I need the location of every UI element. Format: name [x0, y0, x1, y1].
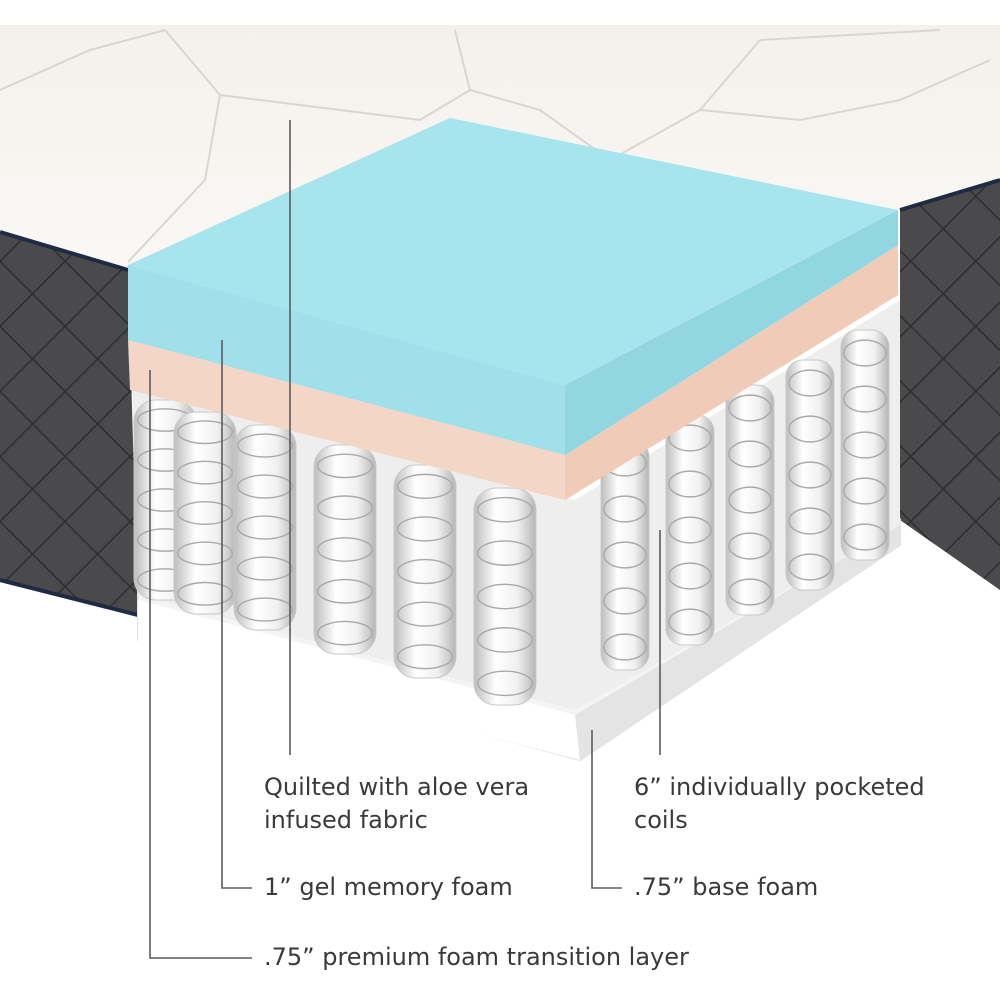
- pocketed-coil: [313, 444, 377, 655]
- label-transition-layer: .75” premium foam transition layer: [264, 943, 689, 971]
- pocketed-coil: [473, 487, 537, 706]
- leader-lines: [149, 120, 661, 959]
- leader-transition: [149, 370, 252, 959]
- transition-foam-layer: [128, 245, 898, 500]
- label-base-foam: .75” base foam: [634, 873, 819, 901]
- leader-base-foam: [591, 730, 622, 889]
- label-pocketed-coils: 6” individually pocketed coils: [634, 771, 925, 837]
- label-coils-line2: coils: [634, 806, 688, 834]
- label-quilted-line1: Quilted with aloe vera: [264, 773, 530, 801]
- pocketed-coils-layer: [132, 300, 900, 710]
- mattress-border-fabric: [0, 178, 1000, 617]
- leader-gel-foam: [221, 340, 252, 889]
- label-quilted-fabric: Quilted with aloe vera infused fabric: [264, 771, 529, 837]
- label-coils-line1: 6” individually pocketed: [634, 773, 925, 801]
- pocketed-coil: [665, 414, 715, 646]
- gel-memory-foam-layer: [128, 118, 898, 455]
- pocketed-coil: [840, 329, 890, 561]
- label-quilted-line2: infused fabric: [264, 806, 428, 834]
- label-gel-memory-foam: 1” gel memory foam: [264, 873, 513, 901]
- pocketed-coil: [725, 384, 775, 616]
- pocketed-coil: [393, 464, 457, 679]
- pocketed-coil: [785, 359, 835, 591]
- pocketed-coil: [173, 411, 237, 615]
- pocketed-coil: [600, 439, 650, 671]
- pocketed-coil: [233, 424, 297, 631]
